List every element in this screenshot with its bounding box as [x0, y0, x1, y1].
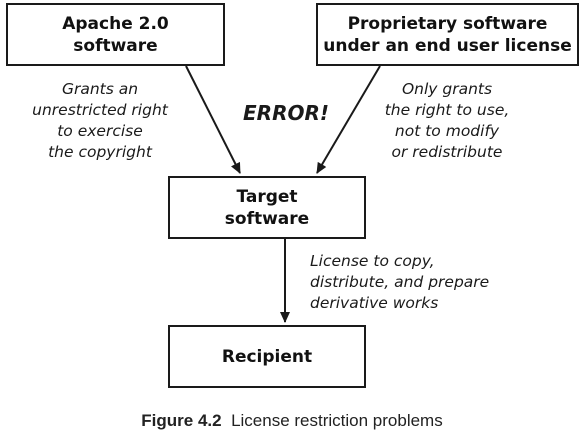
- apache-note-line: Grants an: [61, 80, 139, 98]
- apache-box-line2: software: [73, 35, 158, 56]
- proprietary-note-line: not to modify: [394, 122, 500, 140]
- distribution-license-note: License to copy, distribute, and prepare…: [310, 251, 500, 314]
- proprietary-note-line: the right to use,: [384, 101, 510, 119]
- proprietary-note-line: Only grants: [401, 80, 493, 98]
- apache-software-box: Apache 2.0 software: [6, 3, 225, 66]
- figure-title: License restriction problems: [231, 411, 443, 430]
- recipient-box: Recipient: [168, 325, 366, 388]
- target-box-line1: Target: [236, 186, 298, 207]
- apache-note-line: to exercise: [57, 122, 143, 140]
- error-label: ERROR!: [243, 101, 329, 125]
- apache-note-line: unrestricted right: [32, 101, 168, 119]
- proprietary-note-line: or redistribute: [391, 143, 503, 161]
- proprietary-software-box: Proprietary software under an end user l…: [316, 3, 579, 66]
- apache-grant-note: Grants an unrestricted right to exercise…: [20, 79, 180, 163]
- target-software-box: Target software: [168, 176, 366, 239]
- distribute-note-line: License to copy,: [310, 252, 435, 270]
- target-box-line2: software: [224, 208, 310, 229]
- recipient-box-label: Recipient: [221, 346, 313, 367]
- distribute-note-line: derivative works: [310, 294, 439, 312]
- figure-number: Figure 4.2: [141, 411, 222, 430]
- figure-caption: Figure 4.2 License restriction problems: [0, 411, 584, 431]
- apache-note-line: the copyright: [48, 143, 152, 161]
- proprietary-box-line2: under an end user license: [323, 35, 572, 56]
- distribute-note-line: distribute, and prepare: [310, 273, 490, 291]
- apache-box-line1: Apache 2.0: [62, 13, 169, 34]
- arrow-proprietary-to-target: [316, 65, 381, 174]
- arrow-apache-to-target: [185, 65, 241, 174]
- proprietary-box-line1: Proprietary software: [347, 13, 548, 34]
- proprietary-grant-note: Only grants the right to use, not to mod…: [372, 79, 522, 163]
